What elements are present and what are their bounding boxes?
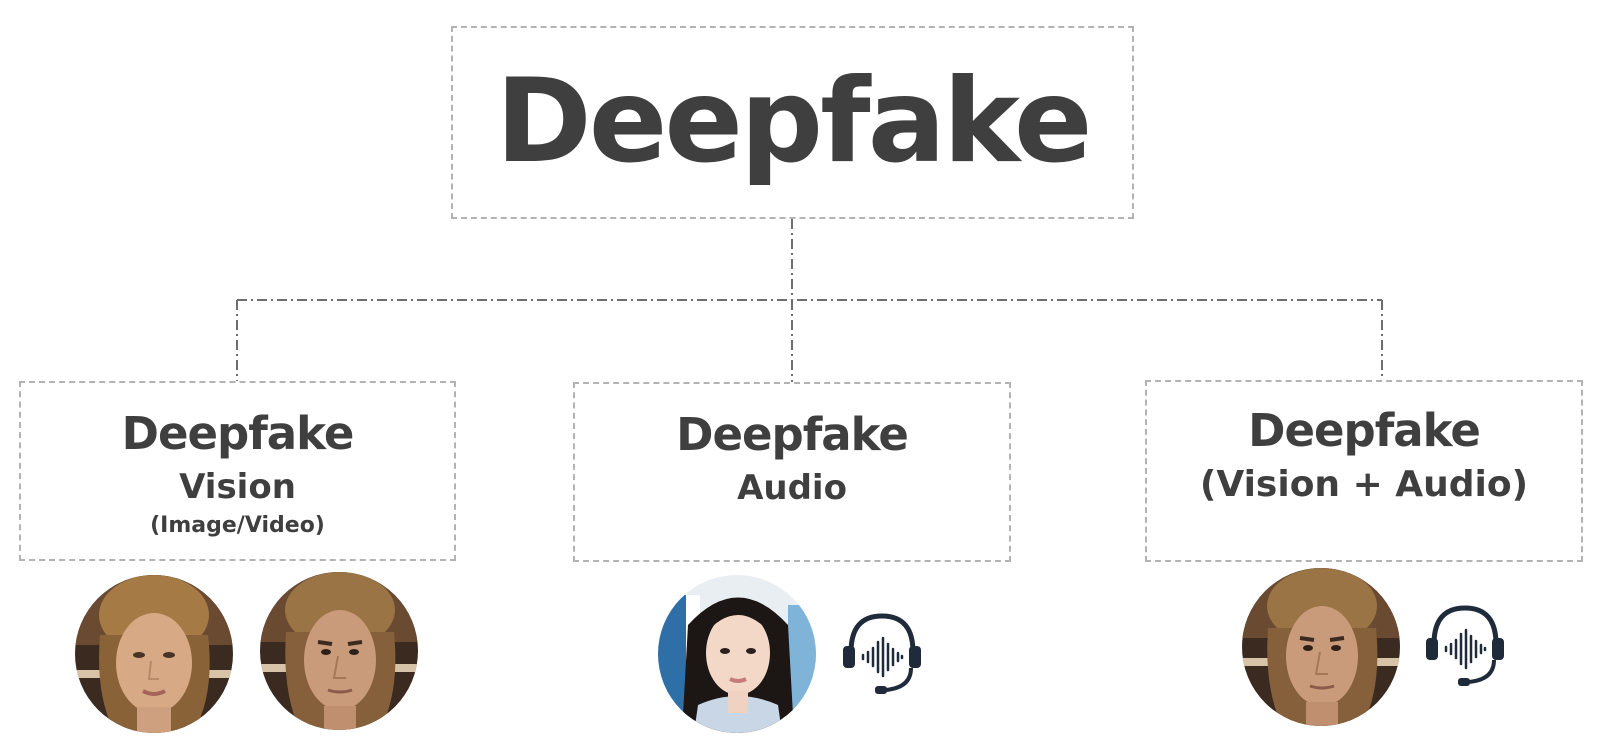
vision-node: Deepfake Vision (Image/Video)	[19, 381, 456, 561]
root-node: Deepfake	[451, 26, 1134, 219]
audio-title: Deepfake	[676, 408, 909, 461]
audio-node: Deepfake Audio	[573, 382, 1011, 562]
combo-node: Deepfake (Vision + Audio)	[1145, 380, 1583, 562]
combo-subtitle: (Vision + Audio)	[1199, 464, 1529, 505]
vision-title: Deepfake	[121, 407, 355, 460]
root-title: Deepfake	[495, 54, 1092, 189]
vision-subtitle: Vision	[179, 467, 296, 507]
face-portrait-icon	[260, 572, 418, 730]
combo-title: Deepfake	[1248, 404, 1481, 457]
headset-waveform-icon	[843, 613, 921, 694]
face-portrait-icon	[1242, 568, 1400, 726]
audio-subtitle: Audio	[737, 468, 847, 508]
headset-waveform-icon	[1426, 605, 1504, 686]
face-portrait-icon	[658, 575, 816, 733]
face-portrait-icon	[75, 575, 233, 733]
vision-detail: (Image/Video)	[150, 513, 325, 538]
